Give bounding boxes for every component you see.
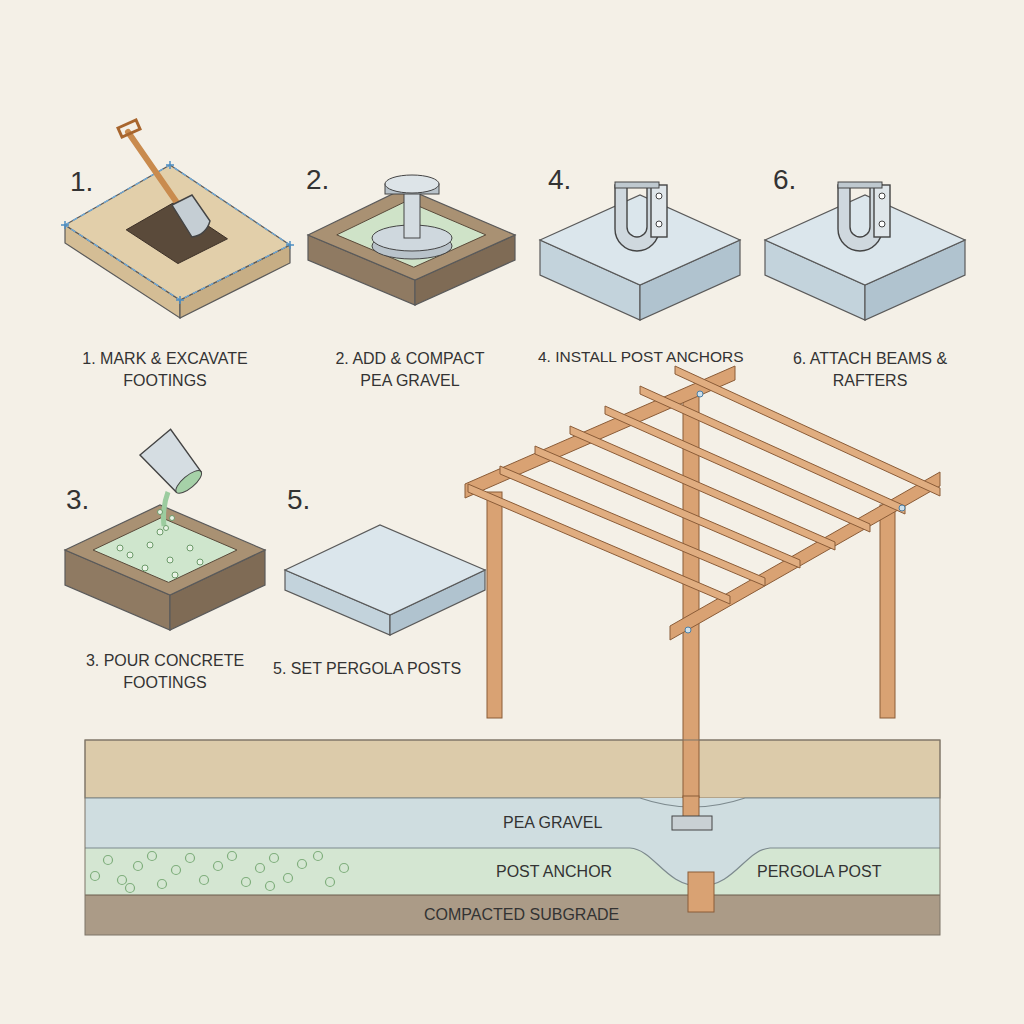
ground-slab — [61, 161, 294, 318]
layer-label: POST ANCHOR — [496, 863, 612, 881]
step-number: 3. — [66, 484, 89, 516]
soil-layer: PEA GRAVEL — [85, 798, 940, 848]
step-number: 4. — [548, 164, 571, 196]
bucket — [140, 429, 208, 499]
layer-label: COMPACTED SUBGRADE — [424, 906, 619, 924]
pergola — [465, 366, 940, 802]
shovel — [118, 120, 210, 237]
footing-slab — [285, 525, 485, 635]
step-caption: 2. ADD & COMPACT PEA GRAVEL — [325, 348, 495, 392]
step-caption: 4. INSTALL POST ANCHORS — [538, 346, 744, 368]
step-number: 1. — [70, 166, 93, 198]
pour — [164, 492, 169, 526]
step-caption: 3. POUR CONCRETE FOOTINGS — [75, 650, 255, 694]
soil-layer: POST ANCHOR PERGOLA POST — [85, 848, 940, 895]
step-caption: 5. SET PERGOLA POSTS — [273, 658, 461, 680]
post-anchor — [615, 182, 667, 251]
layer-label: PERGOLA POST — [757, 863, 881, 881]
layer-label: PEA GRAVEL — [503, 814, 602, 832]
topsoil — [85, 740, 940, 798]
gravel-box — [308, 188, 515, 305]
step-number: 2. — [306, 164, 329, 196]
post-anchor — [838, 182, 890, 251]
footing-slab — [765, 195, 965, 320]
soil-layer: COMPACTED SUBGRADE — [85, 895, 940, 935]
step-caption: 6. ATTACH BEAMS & RAFTERS — [790, 348, 950, 392]
footing-slab — [540, 195, 740, 320]
step-caption: 1. MARK & EXCAVATE FOOTINGS — [75, 348, 255, 392]
tamper — [372, 175, 452, 259]
step-number: 5. — [287, 484, 310, 516]
step-number: 6. — [773, 164, 796, 196]
